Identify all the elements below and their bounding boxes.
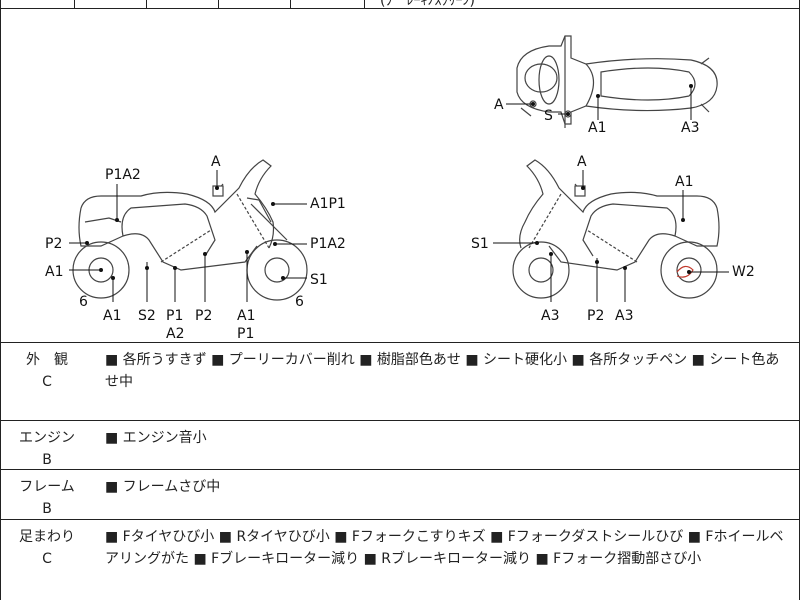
row-text: ■ フレームさび中 bbox=[105, 479, 221, 495]
label-right-bottom-a3: A3 bbox=[541, 308, 559, 324]
condition-row-frame: フレーム B ■ フレームさび中 bbox=[0, 470, 800, 520]
row-label: 外 観 bbox=[26, 352, 68, 368]
top-cell-divider bbox=[0, 0, 1, 8]
label-left-bottom-p1b: P1 bbox=[237, 326, 254, 342]
condition-row-engine: エンジン B ■ エンジン音小 bbox=[0, 421, 800, 470]
label-top-a1: A1 bbox=[588, 120, 606, 136]
top-cell-divider bbox=[146, 0, 147, 8]
top-cell-divider bbox=[364, 0, 365, 8]
label-left-a1: A1 bbox=[45, 264, 63, 280]
label-top-a3: A3 bbox=[681, 120, 699, 136]
label-left-six-left: 6 bbox=[79, 294, 88, 310]
condition-row-exterior: 外 観 C ■ 各所うすきず ■ プーリーカバー削れ ■ 樹脂部色あせ ■ シー… bbox=[0, 343, 800, 421]
right-side-callouts: A A1 S1 W2 A3 P2 A3 bbox=[471, 154, 755, 324]
label-left-six-right: 6 bbox=[295, 294, 304, 310]
left-side-motorcycle bbox=[72, 159, 308, 301]
row-label-group: フレーム B bbox=[7, 476, 87, 520]
label-left-p1a2-right: P1A2 bbox=[310, 236, 346, 252]
top-fragment-text: (ﾌ゛ﾚｰｷﾉｽｸﾘｰﾝ) bbox=[380, 0, 475, 9]
label-left-bottom-a2: A2 bbox=[166, 326, 184, 342]
motorcycle-diagram-svg: A S A1 A3 A P1A2 bbox=[45, 35, 755, 342]
label-top-a: A bbox=[494, 97, 504, 113]
row-text: ■ エンジン音小 bbox=[105, 430, 207, 446]
row-label: エンジン bbox=[19, 430, 75, 446]
row-label: フレーム bbox=[19, 479, 75, 495]
label-right-bottom-p2: P2 bbox=[587, 308, 604, 324]
row-label-group: エンジン B bbox=[7, 427, 87, 471]
row-grade: B bbox=[42, 452, 52, 468]
row-grade: B bbox=[42, 501, 52, 517]
label-right-a1-top: A1 bbox=[675, 174, 693, 190]
label-left-bottom-p1: P1 bbox=[166, 308, 183, 324]
label-left-bottom-p2: P2 bbox=[195, 308, 212, 324]
top-cell-divider bbox=[290, 0, 291, 8]
right-side-motorcycle bbox=[512, 159, 720, 299]
label-left-a-top: A bbox=[211, 154, 221, 170]
label-left-bottom-s2: S2 bbox=[138, 308, 156, 324]
condition-rows: 外 観 C ■ 各所うすきず ■ プーリーカバー削れ ■ 樹脂部色あせ ■ シー… bbox=[0, 343, 800, 600]
row-grade: C bbox=[42, 551, 52, 567]
label-left-bottom-a1: A1 bbox=[103, 308, 121, 324]
top-cell-divider bbox=[74, 0, 75, 8]
row-label: 足まわり bbox=[19, 529, 75, 545]
row-text: ■ Fタイヤひび小 ■ Rタイヤひび小 ■ Fフォークこすりキズ ■ Fフォーク… bbox=[105, 529, 784, 567]
motorcycle-diagram-panel: A S A1 A3 A P1A2 bbox=[0, 8, 800, 343]
label-left-a1p1: A1P1 bbox=[310, 196, 346, 212]
label-right-s1: S1 bbox=[471, 236, 489, 252]
row-grade: C bbox=[42, 374, 52, 390]
label-left-bottom-a1b: A1 bbox=[237, 308, 255, 324]
label-left-p2: P2 bbox=[45, 236, 62, 252]
label-top-s: S bbox=[544, 108, 553, 124]
row-label-group: 外 観 C bbox=[7, 349, 87, 393]
label-right-a-top: A bbox=[577, 154, 587, 170]
label-left-s1: S1 bbox=[310, 272, 328, 288]
top-cell-divider bbox=[218, 0, 219, 8]
condition-row-suspension: 足まわり C ■ Fタイヤひび小 ■ Rタイヤひび小 ■ Fフォークこすりキズ … bbox=[0, 520, 800, 600]
label-right-bottom-a3b: A3 bbox=[615, 308, 633, 324]
row-text: ■ 各所うすきず ■ プーリーカバー削れ ■ 樹脂部色あせ ■ シート硬化小 ■… bbox=[105, 352, 780, 390]
left-side-callouts: A P1A2 A1P1 P2 P1A2 A1 S1 6 6 A1 S2 P1 A… bbox=[45, 154, 346, 342]
label-left-p1a2-top: P1A2 bbox=[105, 167, 141, 183]
row-label-group: 足まわり C bbox=[7, 526, 87, 570]
label-right-w2: W2 bbox=[732, 264, 755, 280]
top-view-callouts: A S A1 A3 bbox=[494, 84, 699, 136]
